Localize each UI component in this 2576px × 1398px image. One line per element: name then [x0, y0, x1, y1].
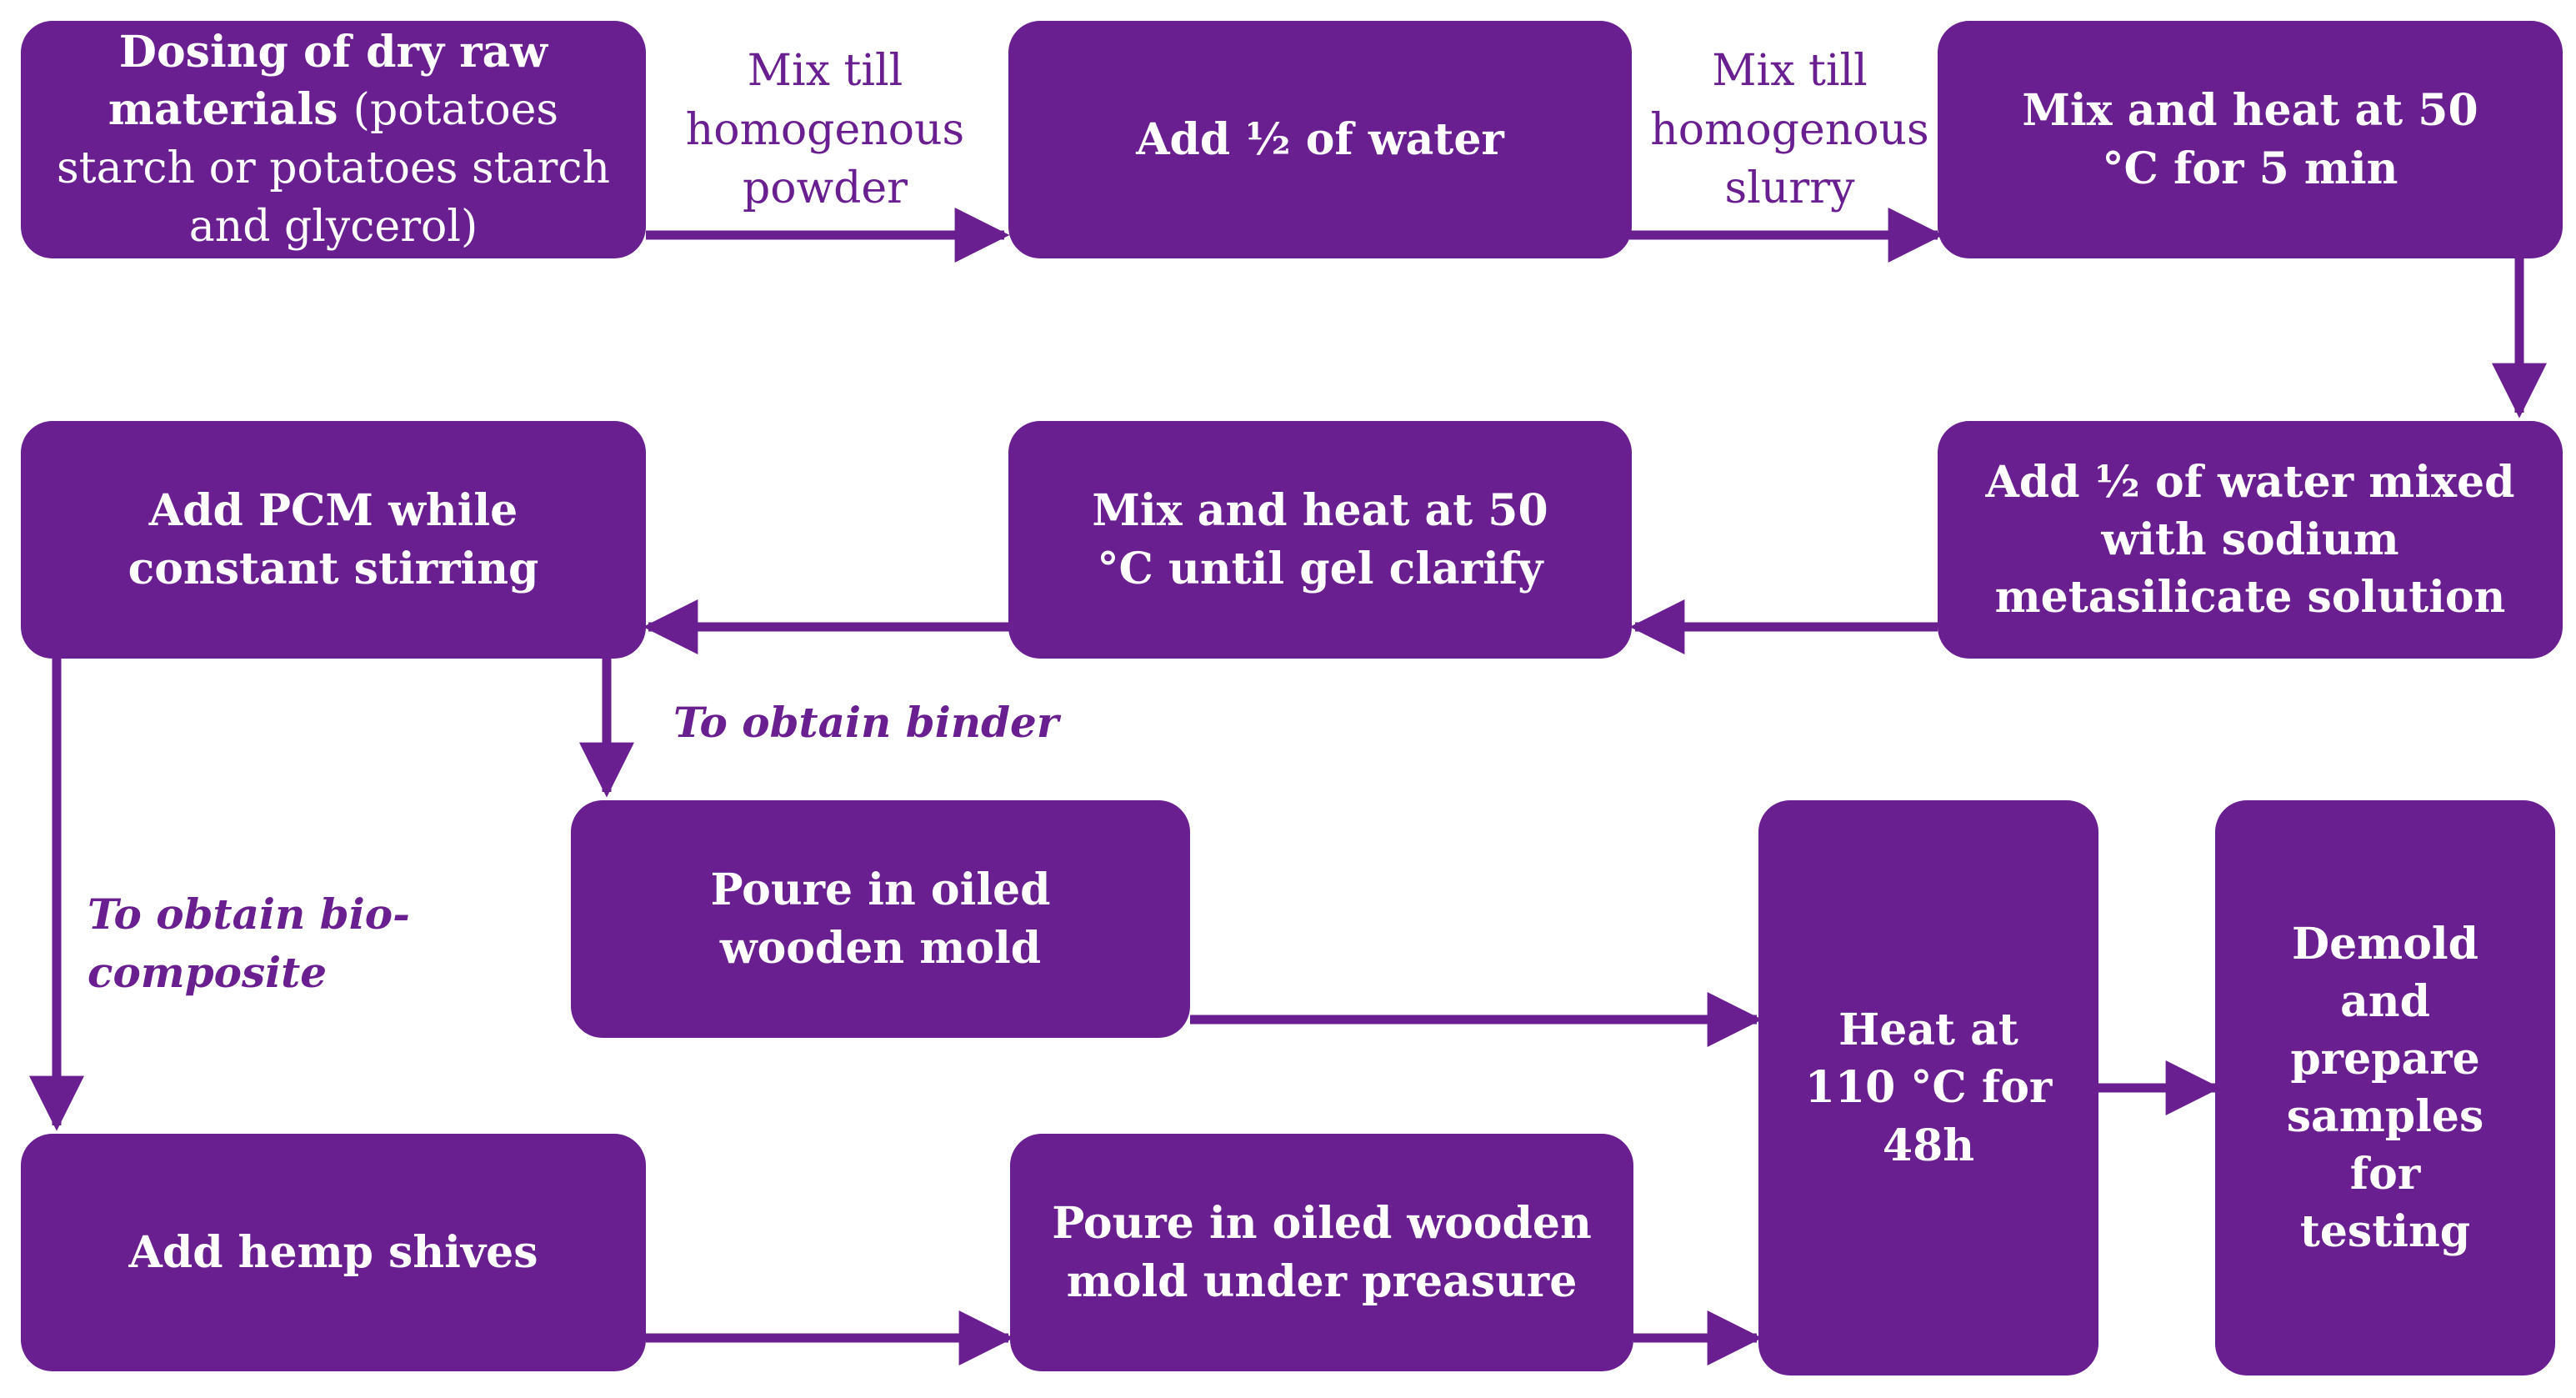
label-mix-powder: Mix till homogenous powder [685, 46, 965, 214]
box-add-half-water-text: Add ½ of water [1136, 113, 1504, 165]
box-mix-heat-gel: Mix and heat at 50 °C until gel clarify [1008, 421, 1632, 659]
box-mix-heat-5min-text: Mix and heat at 50 °C for 5 min [2022, 85, 2478, 194]
box-add-pcm-text: Add PCM while constant stirring [128, 485, 539, 594]
label-to-obtain-binder: To obtain binder [673, 698, 1059, 747]
box-dosing: Dosing of dry raw materials (potatoes st… [21, 21, 646, 258]
box-demold: Demold and prepare samples for testing [2215, 800, 2555, 1375]
box-poure-mold-pressure: Poure in oiled wooden mold under preasur… [1010, 1134, 1633, 1371]
box-add-pcm: Add PCM while constant stirring [21, 421, 646, 659]
box-add-half-water-metasilicate: Add ½ of water mixed with sodium metasil… [1938, 421, 2563, 659]
box-poure-mold-text: Poure in oiled wooden mold [710, 864, 1051, 974]
box-demold-text: Demold and prepare samples for testing [2286, 918, 2484, 1258]
box-mix-heat-gel-text: Mix and heat at 50 °C until gel clarify [1092, 485, 1548, 594]
box-dosing-normal-text: (potatoes starch or potatoes starch and … [56, 84, 610, 253]
box-mix-heat-5min: Mix and heat at 50 °C for 5 min [1938, 21, 2563, 258]
box-add-hemp-text: Add hemp shives [128, 1226, 538, 1278]
box-poure-mold-pressure-text: Poure in oiled wooden mold under preasur… [1052, 1198, 1592, 1307]
box-heat-110-text: Heat at 110 °C for 48h [1804, 1005, 2053, 1171]
label-to-obtain-bio-composite: To obtain bio-composite [88, 885, 438, 1002]
box-add-hemp: Add hemp shives [21, 1134, 646, 1371]
box-poure-mold: Poure in oiled wooden mold [571, 800, 1190, 1038]
box-heat-110: Heat at 110 °C for 48h [1758, 800, 2098, 1375]
box-add-half-water: Add ½ of water [1008, 21, 1632, 258]
box-dosing-bold-text: Dosing of dry raw materials [108, 26, 548, 135]
label-mix-slurry: Mix till homogenous slurry [1650, 46, 1929, 214]
label-to-obtain-bio-composite-text: To obtain bio-composite [88, 889, 410, 997]
box-add-half-water-metasilicate-text: Add ½ of water mixed with sodium metasil… [1985, 456, 2515, 624]
